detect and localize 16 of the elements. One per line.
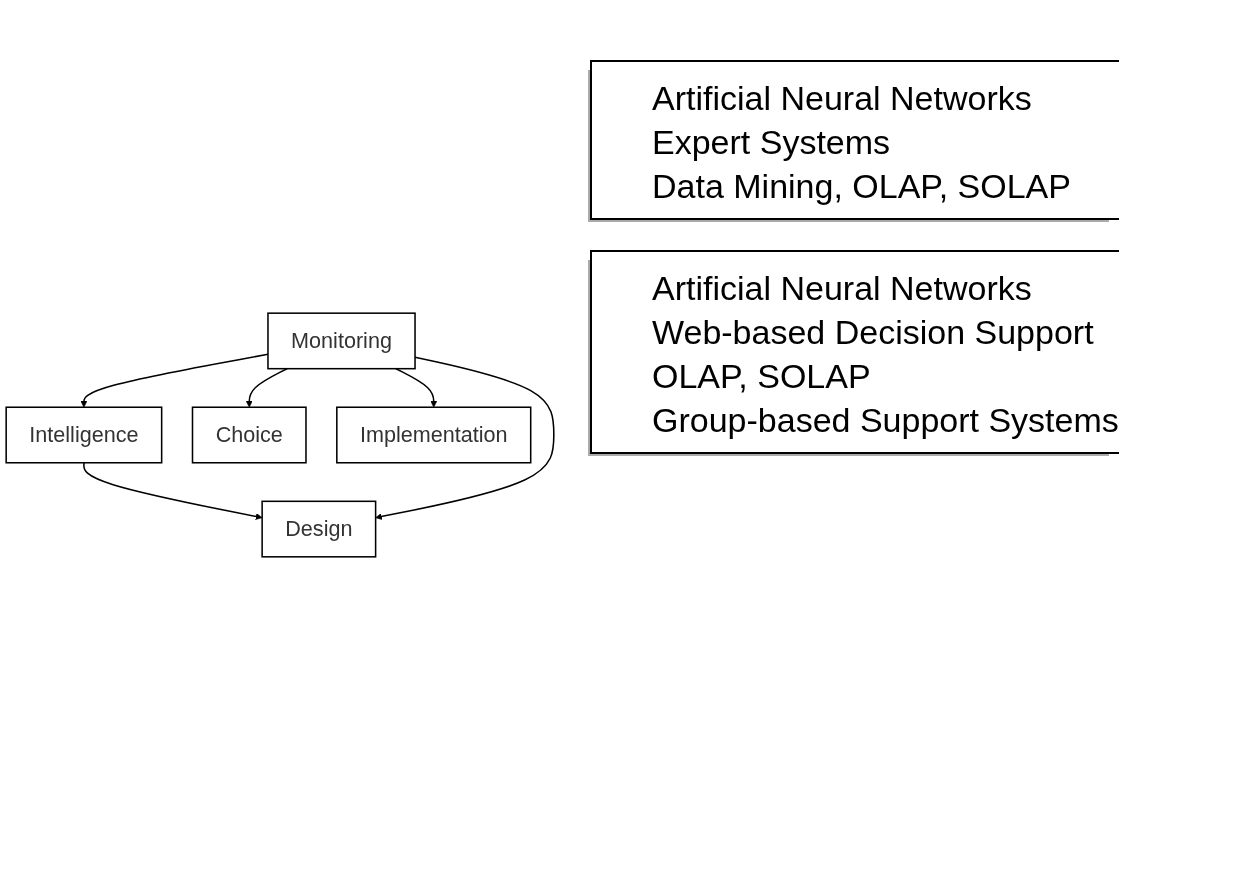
list-item: Group-based Support Systems [652,400,1119,441]
arrow [245,367,288,408]
list-item: OLAP, SOLAP [652,356,872,397]
node-box: Implementation [336,406,532,464]
list-item: Artificial Neural Networks [652,78,1033,119]
arrow [395,367,438,408]
list-item: Artificial Neural Networks [652,268,1033,309]
node-box: Monitoring [267,312,416,370]
node-box: Choice [191,406,307,464]
list-item: Data Mining, OLAP, SOLAP [652,166,1072,207]
node-box: Design [261,500,377,558]
arrow [83,462,263,520]
node-box: Intelligence [5,406,163,464]
arrow [375,356,555,520]
list-item: Expert Systems [652,122,892,163]
list-item: Web-based Decision Support [652,312,1095,353]
